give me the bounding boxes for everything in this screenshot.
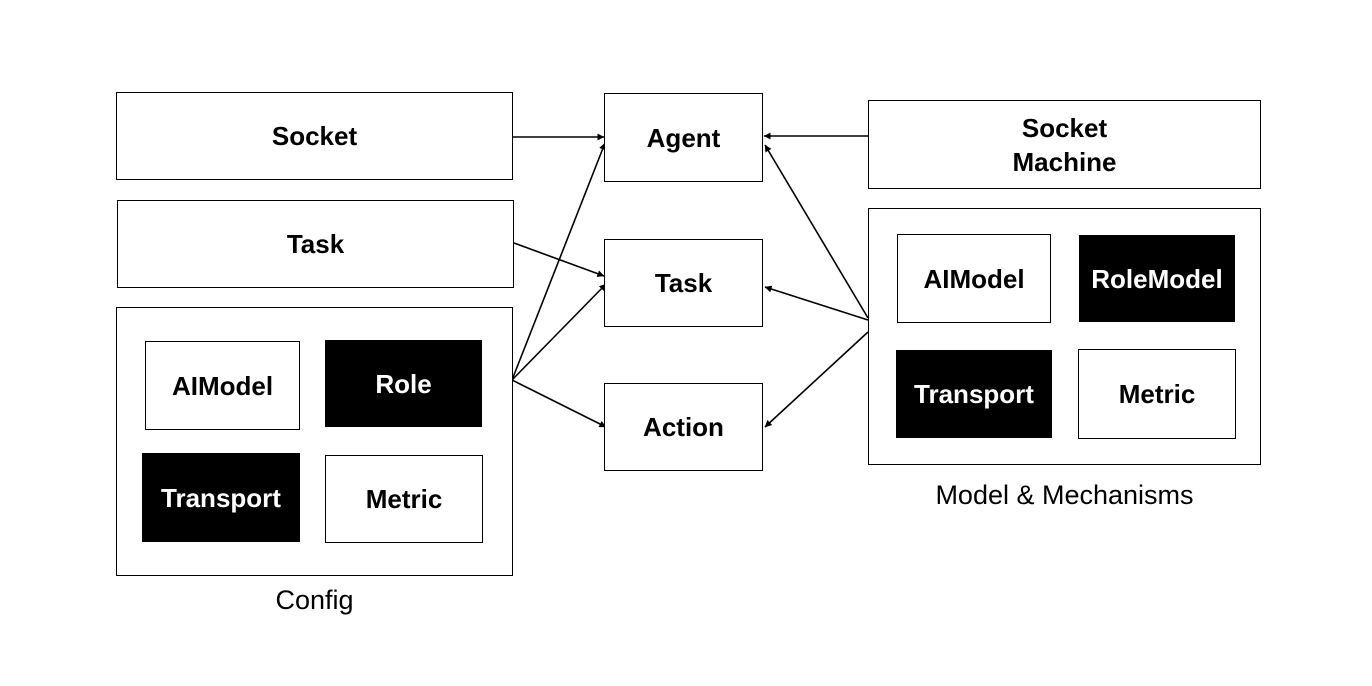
config-metric-box: Metric — [325, 455, 483, 543]
config-aimodel-box: AIModel — [145, 341, 300, 430]
action-box: Action — [604, 383, 763, 471]
arrow-task-to-task — [513, 242, 605, 277]
config-transport-box: Transport — [142, 453, 300, 542]
socket-machine-box: Socket Machine — [868, 100, 1261, 189]
socket-box: Socket — [116, 92, 513, 180]
agent-box: Agent — [604, 93, 763, 182]
mechanisms-transport-box: Transport — [896, 350, 1052, 438]
config-role-box: Role — [325, 340, 482, 427]
arrow-mechanisms-to-task — [764, 285, 869, 321]
config-caption: Config — [275, 585, 354, 615]
task-box-left: Task — [117, 200, 514, 288]
arrow-mechanisms-to-agent — [764, 144, 869, 319]
arrow-config-to-action — [511, 379, 607, 428]
mechanisms-rolemodel-box: RoleModel — [1079, 235, 1235, 322]
arrow-mechanisms-to-action — [764, 331, 869, 428]
mechanisms-caption: Model & Mechanisms — [935, 480, 1194, 510]
task-box-center: Task — [604, 239, 763, 327]
arrow-config-to-agent — [511, 142, 606, 381]
arrow-config-to-task — [511, 283, 607, 381]
mechanisms-aimodel-box: AIModel — [897, 234, 1051, 323]
mechanisms-metric-box: Metric — [1078, 349, 1236, 439]
